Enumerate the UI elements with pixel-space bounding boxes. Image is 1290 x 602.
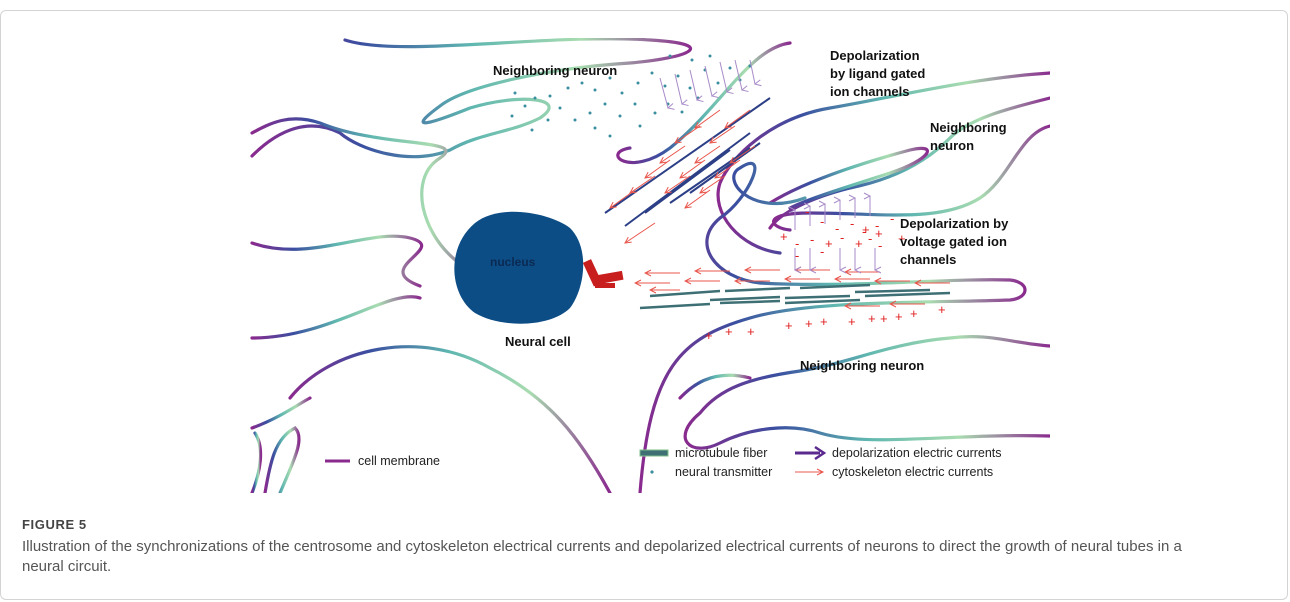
charges: --- --- -+- -+- +-- +++ -- +++ +++ +++ +…: [705, 204, 946, 343]
svg-text:-: -: [795, 236, 799, 251]
svg-text:-: -: [820, 244, 824, 259]
microtubules-upper: [604, 97, 771, 227]
membrane-axon-top: [638, 161, 1027, 493]
membrane-top-neighbor: [250, 38, 692, 159]
cytoskeleton-arrows-upper: [610, 109, 756, 243]
svg-text:-: -: [805, 204, 809, 219]
label-neighboring-neuron-bottom: Neighboring neuron: [800, 358, 924, 373]
svg-text:+: +: [825, 236, 833, 251]
label-neighboring-neuron-right-1: Neighboring: [930, 120, 1007, 135]
label-depolarization-voltage-2: voltage gated ion: [900, 234, 1007, 249]
legend-label-cell-membrane: cell membrane: [358, 454, 440, 468]
microtubules-axon: [639, 283, 951, 310]
figure-caption: Illustration of the synchronizations of …: [22, 538, 1182, 575]
svg-text:-: -: [890, 211, 894, 226]
svg-text:+: +: [725, 324, 733, 339]
legend-item-depolarization-currents: depolarization electric currents: [795, 445, 1002, 461]
label-depolarization-ligand-1: Depolarization: [830, 48, 920, 63]
depolarization-arrows-top: [659, 59, 755, 108]
legend-item-cell-membrane: cell membrane: [325, 454, 440, 468]
svg-text:+: +: [880, 311, 888, 326]
figure-number: FIGURE 5: [22, 517, 87, 532]
svg-text:+: +: [805, 316, 813, 331]
membrane-neural-cell-left-bottom-curl: [263, 426, 301, 493]
membrane-neural-cell-lower-left: [250, 396, 312, 430]
legend-item-cytoskeleton-currents: cytoskeleton electric currents: [795, 465, 993, 479]
membrane-bottom-neighbor-hook: [678, 373, 752, 400]
label-depolarization-voltage-3: channels: [900, 252, 956, 267]
legend-label-microtubule-fiber: microtubule fiber: [675, 446, 767, 460]
depolarization-arrows-right: [795, 196, 875, 270]
membrane-right-neighbor-loop: [768, 146, 930, 210]
svg-text:+: +: [938, 302, 946, 317]
svg-text:+: +: [868, 311, 876, 326]
svg-text:-: -: [810, 232, 814, 247]
svg-text:+: +: [780, 229, 788, 244]
membrane-right-upper: [768, 96, 1050, 230]
svg-text:+: +: [747, 324, 755, 339]
membrane-neural-cell-top-left: [250, 117, 492, 280]
membrane-neural-cell-bottom-left: [250, 295, 422, 340]
label-nucleus: nucleus: [490, 255, 536, 269]
membrane-bottom-neighbor: [683, 335, 1050, 450]
legend: cell membrane microtubule fiber neural t…: [325, 445, 1002, 479]
svg-text:+: +: [910, 306, 918, 321]
svg-text:-: -: [840, 230, 844, 245]
svg-text:+: +: [705, 328, 713, 343]
svg-text:-: -: [795, 248, 799, 263]
legend-label-neural-transmitter: neural transmitter: [675, 465, 772, 479]
svg-text:+: +: [875, 226, 883, 241]
svg-text:+: +: [855, 236, 863, 251]
label-neural-cell: Neural cell: [505, 334, 571, 349]
neural-transmitters: [510, 54, 752, 138]
label-depolarization-ligand-2: by ligand gated: [830, 66, 925, 81]
neuron-diagram: --- --- -+- -+- +-- +++ -- +++ +++ +++ +…: [250, 38, 1050, 493]
legend-label-depolarization-currents: depolarization electric currents: [832, 446, 1002, 460]
svg-text:-: -: [868, 231, 872, 246]
svg-text:+: +: [820, 314, 828, 329]
svg-text:-: -: [820, 214, 824, 229]
membrane-right-neighbor-tail: [772, 124, 1050, 232]
svg-text:+: +: [848, 314, 856, 329]
svg-text:+: +: [862, 222, 870, 237]
membrane-neural-cell-left: [250, 234, 424, 288]
svg-text:+: +: [895, 309, 903, 324]
cytoskeleton-arrows-axon: [635, 270, 950, 306]
cell-membranes: [250, 38, 1050, 493]
membrane-right-neighbor-top: [716, 71, 1050, 255]
nucleus-shape: [454, 211, 584, 324]
label-depolarization-voltage-1: Depolarization by: [900, 216, 1009, 231]
svg-text:-: -: [862, 224, 866, 239]
svg-text:+: +: [898, 231, 906, 246]
svg-text:-: -: [878, 238, 882, 253]
membrane-neural-cell-bottom: [288, 345, 612, 493]
centrosome: [582, 259, 624, 288]
svg-text:-: -: [835, 221, 839, 236]
legend-label-cytoskeleton-currents: cytoskeleton electric currents: [832, 465, 993, 479]
label-depolarization-ligand-3: ion channels: [830, 84, 909, 99]
svg-text:-: -: [850, 216, 854, 231]
legend-item-neural-transmitter: neural transmitter: [650, 465, 772, 479]
svg-text:-: -: [875, 218, 879, 233]
label-neighboring-neuron-right-2: neuron: [930, 138, 974, 153]
figure-frame: [0, 10, 1288, 600]
svg-text:+: +: [785, 318, 793, 333]
label-neighboring-neuron-top: Neighboring neuron: [493, 63, 617, 78]
membrane-left-bottom-hook: [250, 431, 263, 493]
legend-item-microtubule-fiber: microtubule fiber: [639, 446, 767, 460]
